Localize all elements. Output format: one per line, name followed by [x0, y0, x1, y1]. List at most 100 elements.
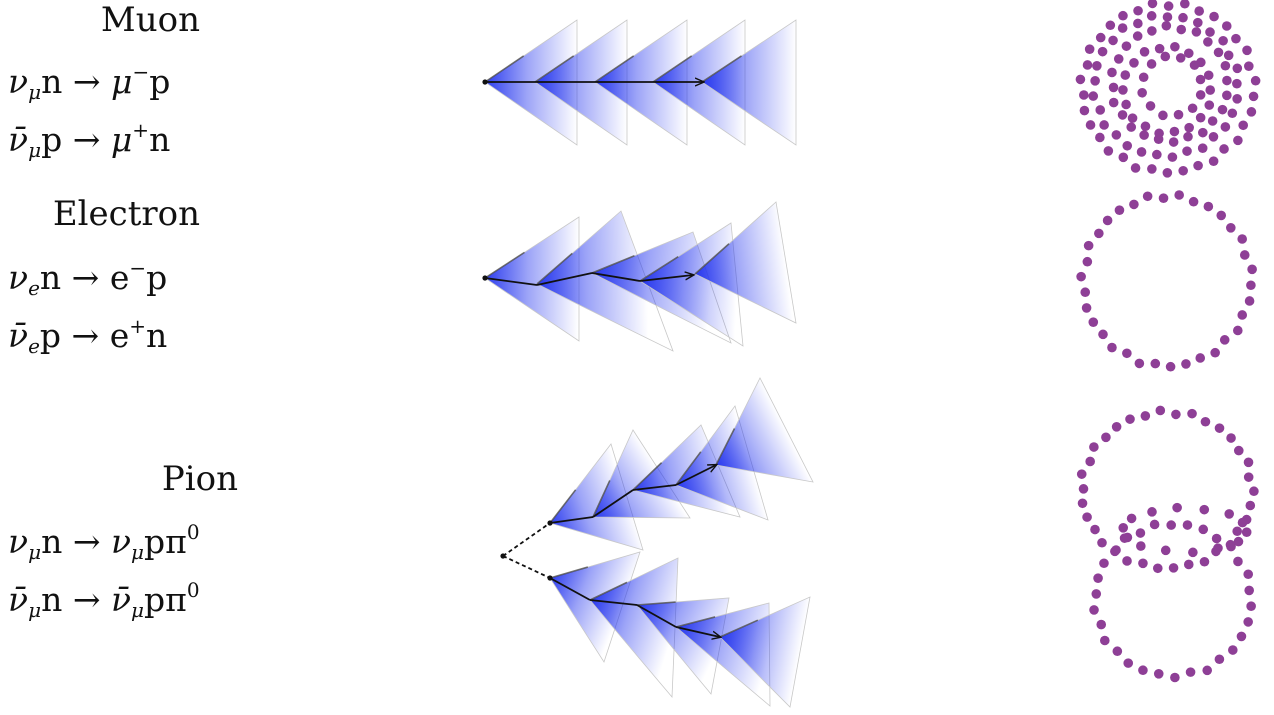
electron-ring-dot	[1159, 193, 1169, 203]
electron-ring-dot	[1240, 250, 1250, 260]
electron-ring-dot	[1237, 234, 1247, 244]
muon-ring-dot	[1147, 26, 1157, 36]
muon-ring-dot	[1112, 130, 1122, 140]
electron-ring-dot	[1220, 335, 1230, 345]
particle-track	[503, 556, 550, 578]
muon-ring-dot	[1133, 19, 1143, 29]
electron-ring-dot	[1083, 257, 1093, 267]
muon-ring-dot	[1182, 146, 1192, 156]
muon-ring-dot	[1178, 166, 1188, 176]
muon-ring-dot	[1086, 120, 1096, 130]
muon-ring-dot	[1163, 12, 1173, 22]
muon-ring-dot	[1098, 47, 1108, 57]
muon-ring-dot	[1221, 61, 1231, 71]
muon-ring-dot	[1251, 76, 1261, 86]
muon-ring-dot	[1176, 53, 1186, 63]
muon-ring-dot	[1208, 116, 1218, 126]
pion-ring-dot	[1184, 560, 1194, 570]
pion-ring-dot	[1136, 541, 1146, 551]
pion-ring-dot	[1199, 505, 1209, 515]
muon-ring-dot	[1193, 161, 1203, 171]
muon-ring-dot	[1209, 12, 1219, 22]
pion-ring-dot	[1234, 537, 1244, 547]
muon-ring-dot	[1154, 129, 1164, 139]
pion-ring-dot	[1097, 538, 1107, 548]
muon-ring-dot	[1118, 11, 1128, 21]
muon-ring-dot	[1219, 144, 1229, 154]
particle-track	[503, 523, 550, 556]
electron-ring-dot	[1084, 241, 1094, 251]
pion-ring-dot	[1171, 410, 1181, 420]
muon-ring-dot	[1204, 100, 1214, 110]
muon-ring-dot	[1174, 110, 1184, 120]
muon-ring-dot	[1139, 72, 1149, 82]
electron-ring-dot	[1143, 191, 1153, 201]
muon-ring-dot	[1193, 18, 1203, 28]
pion-ring-dot	[1082, 512, 1092, 522]
pion-ring-dot	[1136, 528, 1146, 538]
muon-ring-dot	[1158, 111, 1168, 121]
vertex-dot	[482, 79, 487, 84]
electron-ring-dot	[1237, 310, 1247, 320]
muon-ring-dot	[1190, 60, 1200, 70]
pion-ring-dot	[1213, 543, 1223, 553]
pion-ring-dot	[1212, 534, 1222, 544]
muon-ring-dot	[1162, 21, 1172, 31]
pion-ring-dot	[1238, 518, 1248, 528]
muon-ring-dot	[1152, 150, 1162, 160]
pion-ring-dot	[1101, 433, 1111, 443]
muon-ring-dot	[1083, 60, 1093, 70]
muon-ring-dot	[1188, 103, 1198, 113]
muon-ring-dot	[1107, 68, 1117, 78]
electron-ring-dot	[1174, 190, 1184, 200]
pion-ring-dot	[1226, 433, 1236, 443]
muon-ring-dot	[1118, 85, 1128, 95]
pion-ring-dot	[1077, 469, 1087, 479]
electron-ring-dot	[1082, 303, 1092, 313]
electron-ring-dot	[1103, 216, 1113, 226]
pion-ring-dot	[1198, 525, 1208, 535]
pion-ring-dot	[1078, 498, 1088, 508]
pion-ring-dot	[1099, 558, 1109, 568]
muon-ring-dot	[1108, 36, 1118, 46]
muon-ring-dot	[1209, 132, 1219, 142]
muon-ring-dot	[1184, 48, 1194, 58]
pion-ring-dot	[1244, 586, 1254, 596]
pion-ring-dot	[1243, 569, 1253, 579]
pion-ring-dot	[1246, 501, 1256, 511]
muon-ring-dot	[1205, 85, 1215, 95]
muon-ring-dot	[1096, 33, 1106, 43]
muon-ring-dot	[1146, 101, 1156, 111]
pion-ring-dot	[1249, 486, 1259, 496]
muon-ring-dot	[1076, 75, 1086, 85]
pion-ring-dot	[1123, 533, 1133, 543]
muon-ring-dot	[1249, 92, 1259, 102]
muon-ring-dot	[1114, 54, 1124, 64]
muon-ring-dot	[1233, 63, 1243, 73]
muon-ring-dot	[1099, 120, 1109, 130]
muon-ring-dot	[1164, 1, 1174, 11]
pion-ring-dot	[1166, 520, 1176, 530]
muon-ring-dot	[1147, 59, 1157, 69]
muon-ring-dot	[1232, 79, 1242, 89]
muon-ring-dot	[1095, 105, 1105, 115]
pion-ring-dot	[1122, 556, 1132, 566]
pion-ring-dot	[1215, 654, 1225, 664]
muon-ring-dot	[1120, 70, 1130, 80]
electron-ring-dot	[1247, 265, 1257, 275]
muon-ring-dot	[1218, 105, 1228, 115]
pion-ring-dot	[1170, 673, 1180, 683]
muon-ring-dot	[1238, 120, 1248, 130]
muon-ring-dot	[1184, 123, 1194, 133]
muon-ring-dot	[1133, 6, 1143, 16]
pion-ring-dot	[1154, 669, 1164, 679]
pion-ring-dot	[1113, 646, 1123, 656]
muon-ring-dot	[1170, 42, 1180, 52]
electron-ring-dot	[1189, 197, 1199, 207]
pion-ring-dot	[1201, 417, 1211, 427]
muon-ring-dot	[1196, 75, 1206, 85]
pion-ring-dot	[1147, 507, 1157, 517]
muon-ring-dot	[1204, 70, 1214, 80]
muon-ring-dot	[1233, 136, 1243, 146]
pion-ring-dot	[1085, 457, 1095, 467]
